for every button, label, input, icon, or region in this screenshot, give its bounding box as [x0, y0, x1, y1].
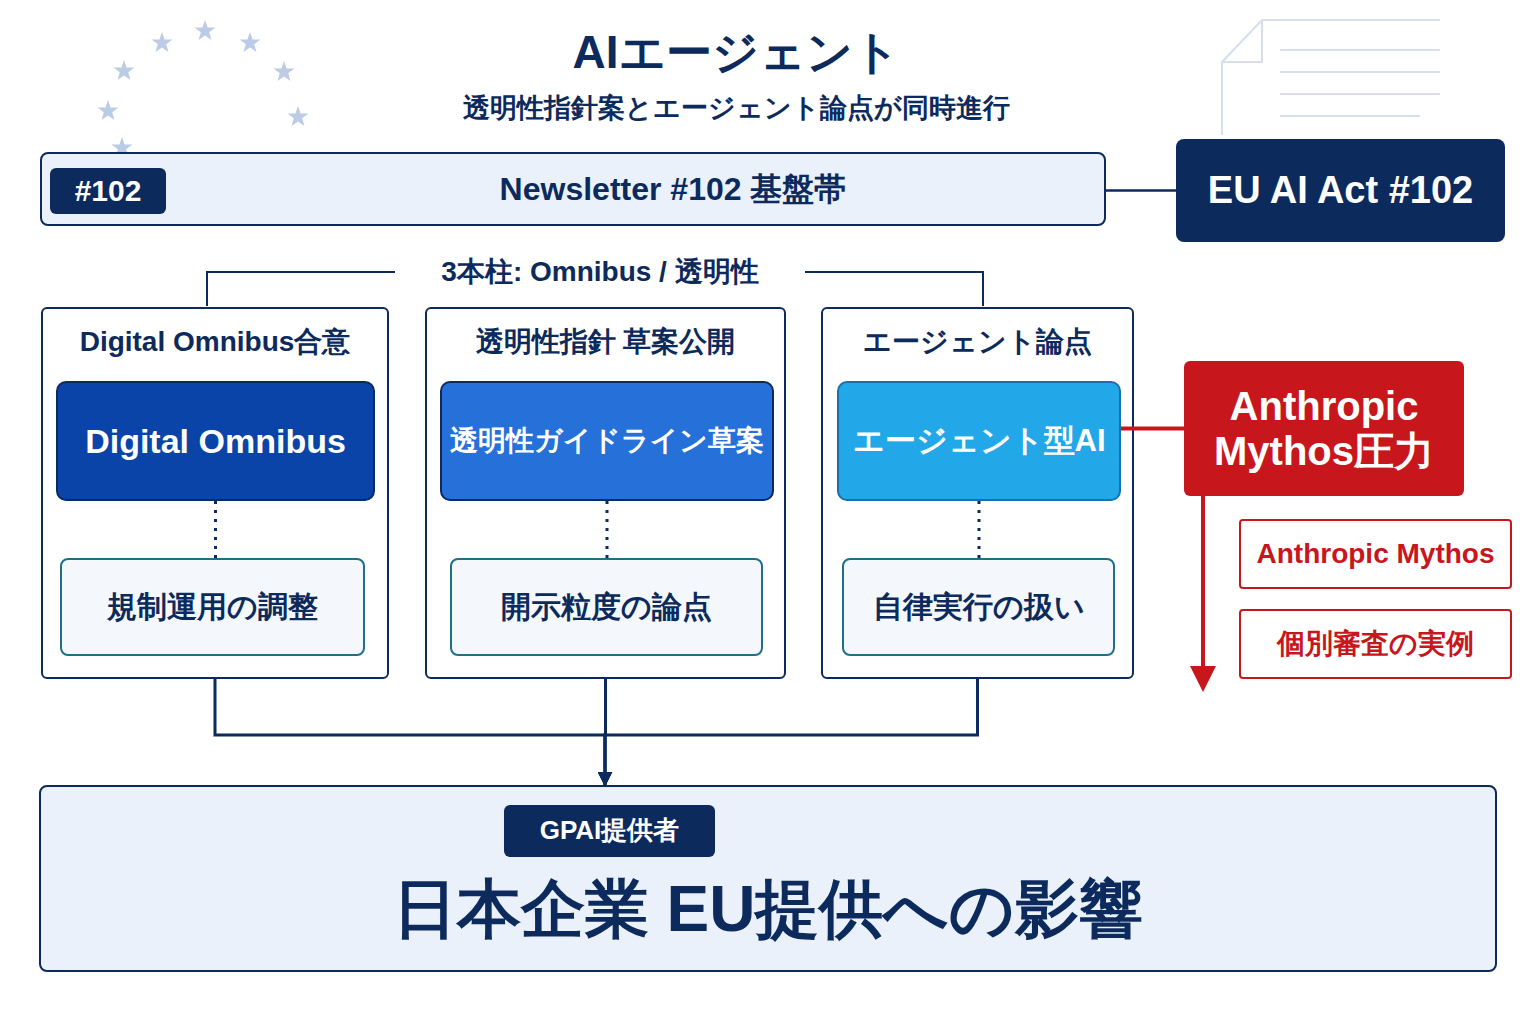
- issue-box: 開示粒度の論点: [450, 558, 763, 656]
- pillar-column: エージェント論点エージェント型AI 自律実行の扱い: [821, 307, 1134, 679]
- document-fold: [1222, 20, 1262, 62]
- node-label: Digital Omnibus: [85, 421, 346, 462]
- pillar-main-box: Digital Omnibus: [56, 381, 375, 501]
- document-icon: [1222, 20, 1440, 135]
- node-label: 透明性ガイドライン草案: [450, 424, 764, 458]
- node-label: 開示粒度の論点: [501, 589, 712, 625]
- pressure-note: 個別審査の実例: [1239, 609, 1512, 679]
- pressure-box: Anthropic Mythos圧力: [1184, 361, 1464, 496]
- subtitle: 透明性指針案とエージェント論点が同時進行: [286, 90, 1186, 126]
- star: [114, 60, 135, 80]
- document-line: [1280, 49, 1440, 51]
- pillar-main-box: エージェント型AI: [837, 381, 1121, 501]
- node-label: #102: [75, 173, 142, 209]
- connector-line: [605, 679, 978, 785]
- pressure-note: Anthropic Mythos: [1239, 519, 1512, 589]
- audience-badge: GPAI提供者: [504, 805, 715, 857]
- node-label: Anthropic Mythos圧力: [1184, 384, 1464, 474]
- connector-line: [215, 679, 605, 785]
- node-label: Anthropic Mythos: [1257, 537, 1495, 571]
- diagram-title: AIエージェント: [336, 24, 1136, 80]
- issue-box: 規制運用の調整: [60, 558, 365, 656]
- node-label: 自律実行の扱い: [873, 589, 1085, 625]
- document-line: [1280, 93, 1440, 95]
- column-heading: 透明性指針 草案公開: [427, 325, 784, 359]
- star: [274, 61, 295, 81]
- document-outline: [1222, 20, 1440, 135]
- connector-line: [604, 679, 608, 785]
- column-heading: エージェント論点: [823, 325, 1132, 359]
- node-label: エージェント型AI: [853, 422, 1106, 459]
- bracket-label: 3本柱: Omnibus / 透明性: [395, 255, 805, 289]
- pressure-arrow: [1190, 496, 1216, 692]
- node-label: Newsletter #102 基盤帯: [500, 170, 847, 208]
- star: [98, 100, 119, 120]
- document-line: [1280, 71, 1440, 73]
- issue-box: 自律実行の扱い: [842, 558, 1115, 656]
- dotted-connector: [978, 501, 981, 558]
- node-label: 日本企業 EU提供への影響: [393, 871, 1144, 948]
- dotted-connector: [214, 501, 217, 558]
- pillar-column: 透明性指針 草案公開透明性ガイドライン草案開示粒度の論点: [425, 307, 786, 679]
- newsletter-band: Newsletter #102 基盤帯 #102: [40, 152, 1106, 226]
- column-heading: Digital Omnibus合意: [43, 325, 387, 359]
- node-label: EU AI Act #102: [1208, 168, 1473, 214]
- eu-stars: [98, 20, 309, 157]
- dotted-connector: [606, 501, 609, 558]
- star: [152, 32, 173, 52]
- star: [288, 106, 309, 126]
- star: [195, 20, 216, 40]
- pillar-main-box: 透明性ガイドライン草案: [440, 381, 774, 501]
- node-label: GPAI提供者: [540, 815, 680, 846]
- connector-line: [1121, 427, 1184, 431]
- document-line: [1280, 115, 1420, 117]
- act-box: EU AI Act #102: [1176, 139, 1505, 242]
- star: [240, 32, 261, 52]
- pressure-arrow-line: [1201, 496, 1205, 668]
- pillar-column: Digital Omnibus合意 Digital Omnibus 規制運用の調整: [41, 307, 389, 679]
- connector-line: [1106, 189, 1176, 192]
- pressure-arrow-head: [1190, 666, 1216, 692]
- issue-badge: #102: [50, 168, 166, 214]
- impact-box: 日本企業 EU提供への影響 GPAI提供者: [39, 785, 1497, 972]
- node-label: 規制運用の調整: [107, 589, 318, 625]
- node-label: 個別審査の実例: [1277, 627, 1474, 661]
